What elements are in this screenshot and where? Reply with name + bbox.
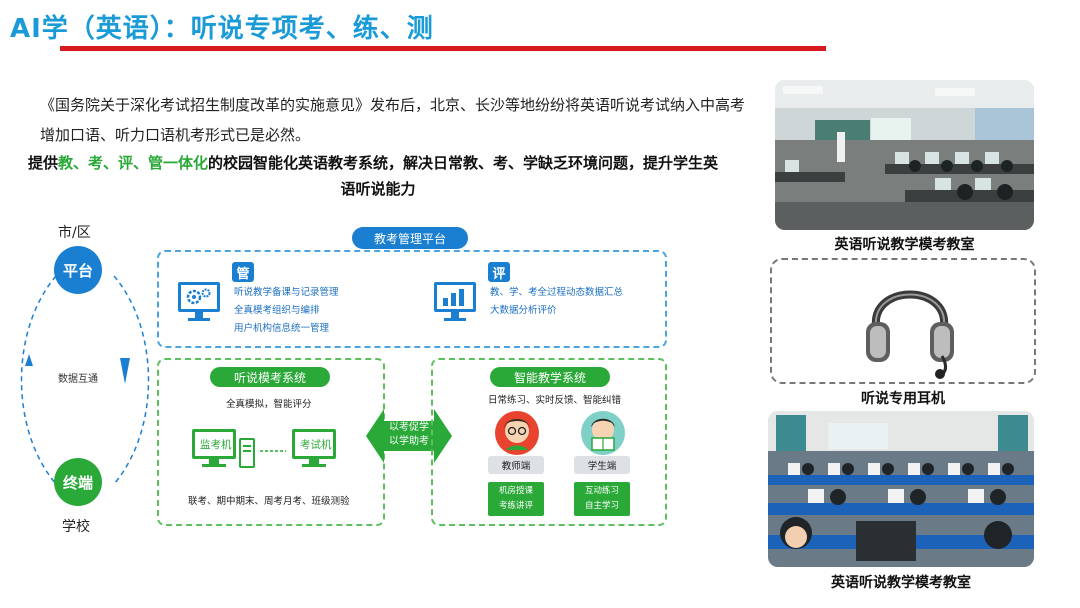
invigilator-label: 监考机 — [200, 439, 232, 451]
dashed-link-icon — [260, 450, 286, 452]
mock-system-caption: 全真模拟，智能评分 — [226, 399, 312, 410]
student-client-label: 学生端 — [574, 456, 630, 474]
classroom-photo-1 — [775, 80, 1034, 230]
title-underline — [60, 46, 826, 51]
evaluate-tag: 评 — [488, 262, 510, 282]
platform-title: 教考管理平台 — [352, 227, 468, 249]
evaluate-list: 教、学、考全过程动态数据汇总 大数据分析评价 — [490, 284, 623, 320]
highlight-post: 的校园智能化英语教考系统，解决日常教、考、学缺乏环境问题，提升学生英 — [208, 154, 719, 172]
city-district-label: 市/区 — [58, 225, 91, 241]
cycle-arrows — [20, 275, 150, 485]
highlight-line-2: 语听说能力 — [340, 180, 416, 198]
exam-types: 联考、期中期末、周考月考、班级测验 — [188, 496, 350, 507]
intro-line-1: 《国务院关于深化考试招生制度改革的实施意见》发布后，北京、长沙等地纷纷将英语听说… — [40, 96, 746, 114]
teacher-features: 机房授课 考练讲评 — [488, 482, 544, 516]
photo-caption-2: 听说专用耳机 — [861, 391, 945, 407]
settings-monitor-icon — [178, 282, 220, 321]
student-feature: 自主学习 — [584, 501, 619, 511]
school-label: 学校 — [62, 519, 90, 535]
headphone-frame — [770, 258, 1036, 384]
headphone-icon — [866, 290, 954, 379]
intro-paragraph: 《国务院关于深化考试招生制度改革的实施意见》发布后，北京、长沙等地纷纷将英语听说… — [40, 90, 780, 150]
platform-box — [157, 250, 667, 348]
arrow-line-1: 以考促学 — [389, 422, 429, 433]
highlight-green: 教、考、评、管一体化 — [58, 154, 209, 172]
arrow-line-2: 以学助考 — [389, 436, 429, 447]
invigilator-computer-icon — [192, 429, 255, 468]
evaluate-item: 教、学、考全过程动态数据汇总 — [490, 287, 624, 298]
student-features: 互动练习 自主学习 — [574, 482, 630, 516]
smart-system-caption: 日常练习、实时反馈、智能纠错 — [488, 395, 622, 406]
highlight-paragraph: 提供教、考、评、管一体化的校园智能化英语教考系统，解决日常教、考、学缺乏环境问题… — [28, 150, 768, 202]
student-feature: 互动练习 — [584, 486, 619, 496]
manage-item: 听说教学备课与记录管理 — [234, 287, 339, 298]
terminal-node: 终端 — [54, 458, 102, 506]
evaluate-item: 大数据分析评价 — [490, 305, 557, 316]
smart-system-box — [431, 358, 667, 526]
manage-item: 用户机构信息统一管理 — [234, 323, 330, 334]
classroom-photo-2 — [768, 411, 1034, 567]
manage-list: 听说教学备课与记录管理 全真模考组织与编排 用户机构信息统一管理 — [234, 284, 339, 338]
highlight-pre: 提供 — [28, 154, 59, 172]
teacher-client-label: 教师端 — [488, 456, 544, 474]
chart-monitor-icon — [434, 282, 476, 321]
manage-item: 全真模考组织与编排 — [234, 305, 320, 316]
photo-caption-1: 英语听说教学模考教室 — [834, 237, 975, 253]
exam-machine-label: 考试机 — [300, 439, 332, 451]
mock-system-title: 听说模考系统 — [210, 367, 330, 387]
data-exchange-label: 数据互通 — [58, 374, 98, 385]
manage-tag: 管 — [232, 262, 254, 282]
student-avatar-icon — [581, 411, 625, 455]
arrow-text: 以考促学 以学助考 — [386, 421, 432, 449]
double-arrow-icon — [366, 409, 452, 463]
teacher-avatar-icon — [495, 411, 539, 455]
up-arrow-icon — [25, 354, 33, 366]
exam-computer-icon — [292, 429, 336, 467]
intro-line-2: 增加口语、听力口语机考形式已是必然。 — [40, 126, 311, 144]
teacher-feature: 机房授课 — [498, 486, 533, 496]
page-title: AI学（英语）：听说专项考、练、测 — [10, 14, 434, 44]
down-arrow-icon — [120, 358, 130, 384]
platform-node: 平台 — [54, 246, 102, 294]
smart-system-title: 智能教学系统 — [490, 367, 610, 387]
photo-caption-3: 英语听说教学模考教室 — [831, 575, 971, 591]
teacher-feature: 考练讲评 — [498, 501, 533, 511]
